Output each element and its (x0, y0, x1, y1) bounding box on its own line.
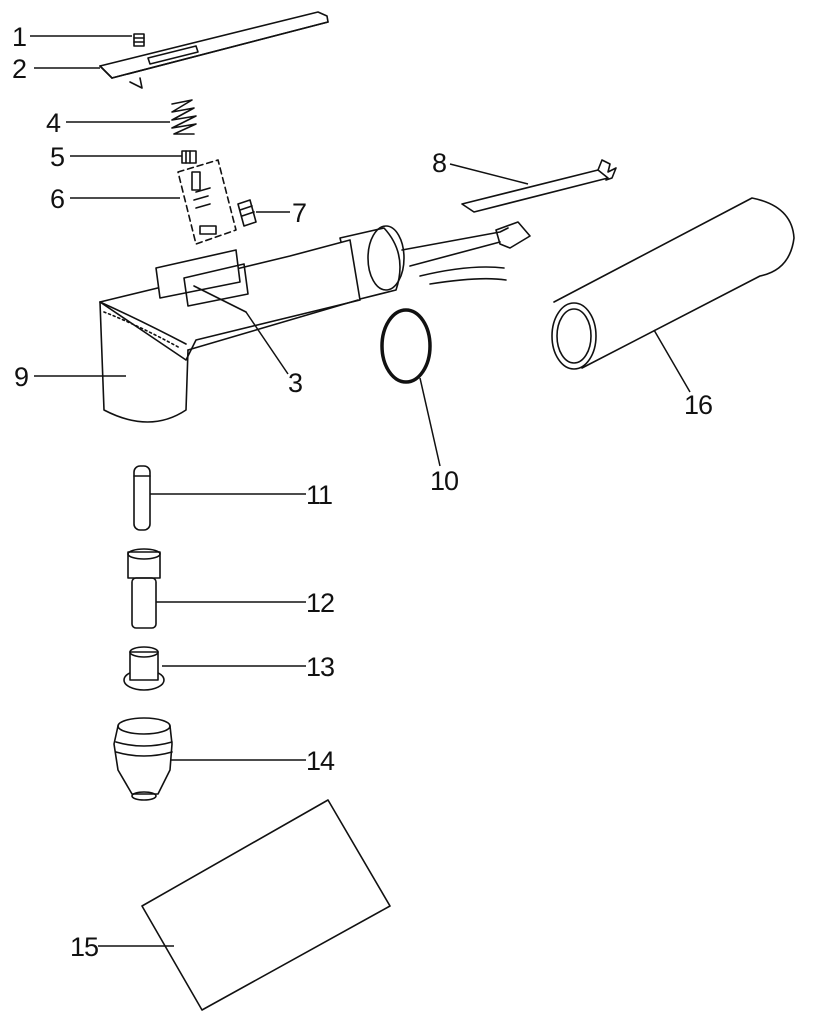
part-13-tip (123, 646, 165, 691)
part-6-switch-assembly (177, 159, 237, 245)
callout-14: 14 (306, 746, 335, 776)
part-7-set-screw (237, 199, 257, 227)
part-4-spring (171, 99, 197, 135)
part-12-swirl-ring (127, 548, 161, 629)
part-16-sleeve (551, 197, 795, 370)
part-1-screw (133, 33, 145, 47)
part-11-electrode (133, 465, 151, 531)
callout-2: 2 (12, 54, 27, 84)
part-10-o-ring (380, 308, 432, 384)
part-3-pin (193, 285, 247, 313)
callout-5: 5 (50, 142, 65, 172)
part-9-handle-body (99, 221, 531, 423)
leader-lines (30, 35, 691, 947)
part-2-trigger-lever (99, 11, 329, 89)
callout-3: 3 (288, 368, 303, 398)
callout-11: 11 (306, 480, 333, 510)
callout-16: 16 (684, 390, 713, 420)
callout-10: 10 (430, 466, 459, 496)
part-5-screw (181, 150, 197, 164)
callout-7: 7 (292, 198, 307, 228)
callout-8: 8 (432, 148, 447, 178)
callout-12: 12 (306, 588, 335, 618)
part-15-manual (141, 799, 391, 1011)
callout-15: 15 (70, 932, 99, 962)
callout-1: 1 (12, 22, 27, 52)
callout-9: 9 (14, 362, 29, 392)
part-14-shield-cup (113, 717, 173, 801)
callout-4: 4 (46, 108, 61, 138)
part-8-plate (461, 159, 617, 213)
callout-6: 6 (50, 184, 65, 214)
callout-13: 13 (306, 652, 335, 682)
